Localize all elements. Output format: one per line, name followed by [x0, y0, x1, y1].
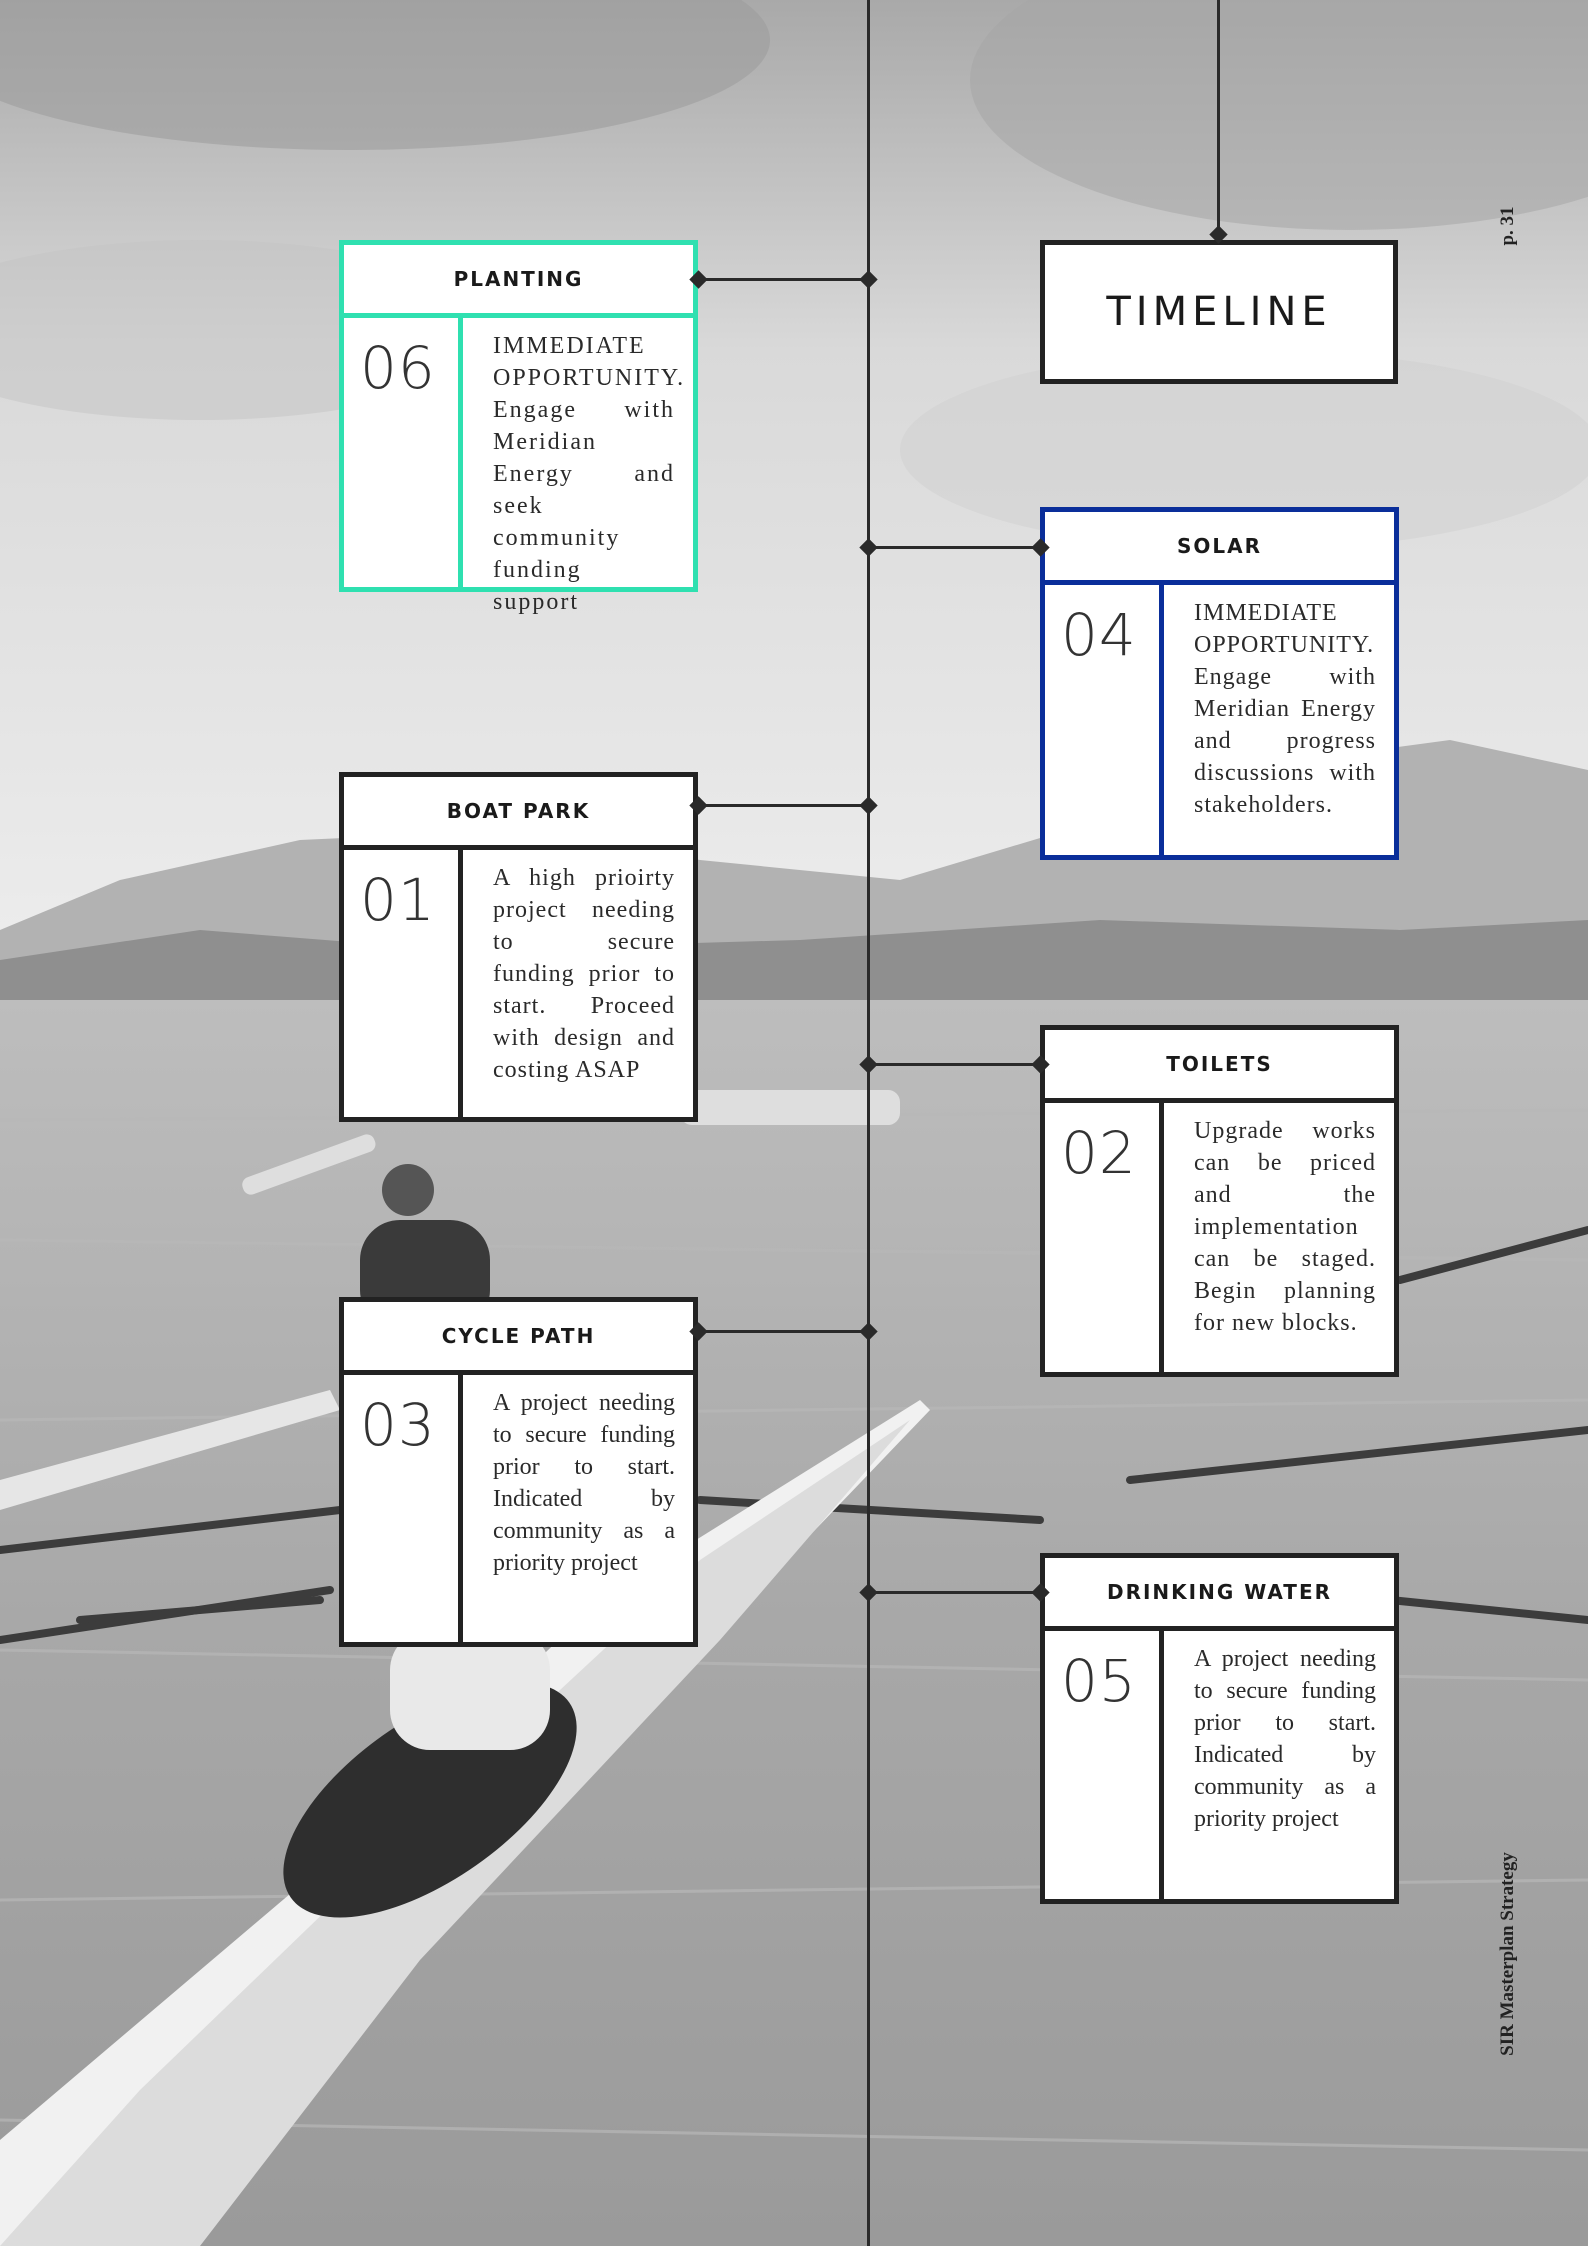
card-number-column: 04: [1045, 585, 1164, 855]
card-number: 03: [360, 1391, 436, 1459]
card-number-column: 05: [1045, 1631, 1164, 1899]
card-label: SOLAR: [1045, 512, 1394, 585]
timeline-card-solar: SOLAR 04 IMMEDIATE OPPORTUNITY. Engage w…: [1040, 507, 1399, 860]
timeline-card-drinking-water: DRINKING WATER 05 A project needing to s…: [1040, 1553, 1399, 1904]
timeline-card-cycle-path: CYCLE PATH 03 A project needing to secur…: [339, 1297, 698, 1647]
document-footer: SIR Masterplan Strategy: [1497, 1852, 1518, 2056]
page-title: TIMELINE: [1040, 240, 1398, 384]
timeline-card-toilets: TOILETS 02 Upgrade works can be priced a…: [1040, 1025, 1399, 1377]
card-number-column: 01: [344, 850, 463, 1117]
card-description: A high prioirty project needing to secur…: [493, 865, 675, 1083]
card-number: 04: [1061, 601, 1137, 669]
card-number-column: 06: [344, 318, 463, 587]
card-label: PLANTING: [344, 245, 693, 318]
card-number: 01: [360, 866, 436, 934]
connector-planting: [696, 278, 868, 281]
card-number-column: 02: [1045, 1103, 1164, 1372]
card-number-column: 03: [344, 1375, 463, 1642]
connector-solar: [868, 546, 1040, 549]
card-label: TOILETS: [1045, 1030, 1394, 1103]
timeline-spine: [867, 0, 870, 2246]
connector-toilets: [868, 1063, 1040, 1066]
card-label: BOAT PARK: [344, 777, 693, 850]
connector-drinking-water: [868, 1591, 1040, 1594]
card-description: IMMEDIATE OPPORTUNITY. Engage with Merid…: [493, 333, 686, 615]
card-number: 06: [360, 334, 436, 402]
timeline-card-planting: PLANTING 06 IMMEDIATE OPPORTUNITY. Engag…: [339, 240, 698, 615]
card-description: A project needing to secure funding prio…: [1194, 1646, 1376, 1832]
card-description: IMMEDIATE OPPORTUNITY. Engage with Merid…: [1194, 600, 1376, 818]
connector-cycle-path: [696, 1330, 868, 1333]
card-label: CYCLE PATH: [344, 1302, 693, 1375]
timeline-card-boat-park: BOAT PARK 01 A high prioirty project nee…: [339, 772, 698, 1122]
card-label: DRINKING WATER: [1045, 1558, 1394, 1631]
card-number: 02: [1061, 1119, 1137, 1187]
card-description: A project needing to secure funding prio…: [493, 1390, 675, 1576]
card-number: 05: [1061, 1647, 1137, 1715]
title-connector: [1217, 0, 1220, 232]
connector-boat-park: [696, 804, 868, 807]
card-description: Upgrade works can be priced and the impl…: [1194, 1118, 1376, 1336]
page-number: p. 31: [1497, 206, 1518, 246]
